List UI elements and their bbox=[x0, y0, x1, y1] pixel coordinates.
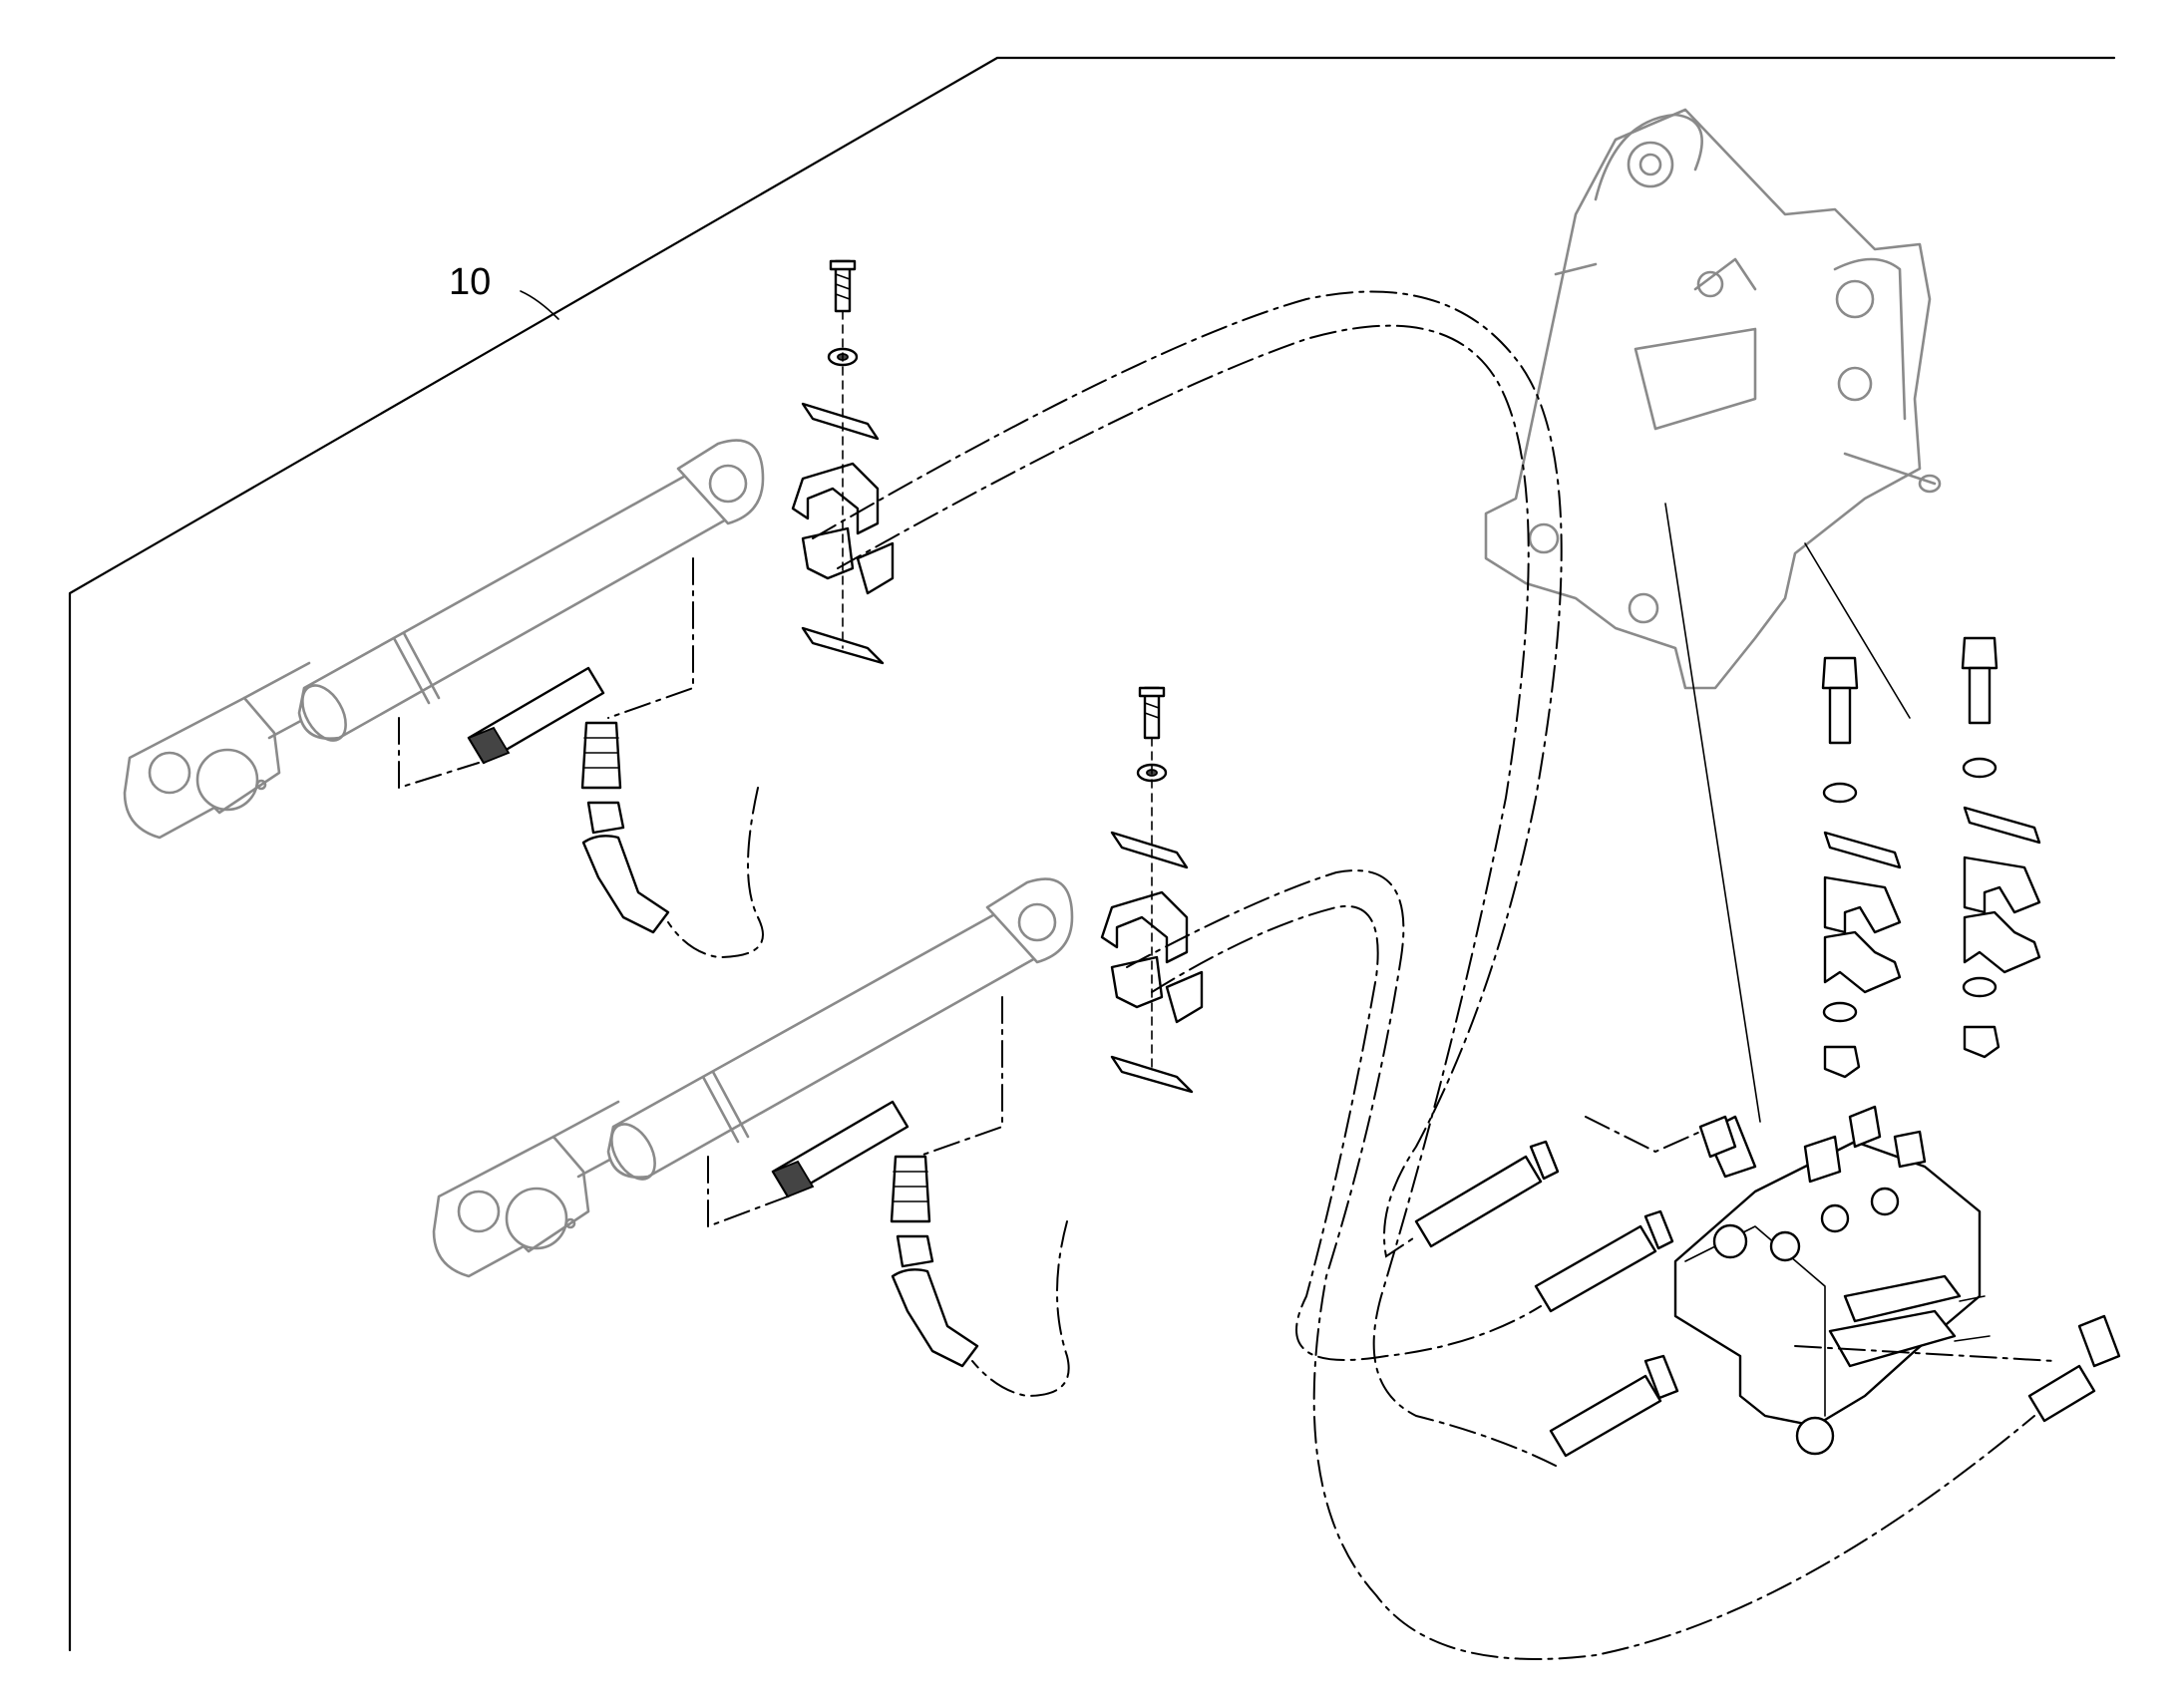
callout-label: 10 bbox=[449, 261, 491, 303]
hose-fittings[interactable] bbox=[467, 666, 2121, 1458]
assembly-boundary bbox=[68, 56, 2116, 1652]
callout-10[interactable]: 10 bbox=[449, 261, 559, 320]
adapter-lower bbox=[890, 1155, 931, 1223]
hydraulic-cylinder-upper[interactable] bbox=[123, 439, 765, 840]
hydraulic-cylinder-lower[interactable] bbox=[432, 877, 1074, 1278]
hose-end-valve-1 bbox=[1414, 1155, 1543, 1248]
control-valve[interactable] bbox=[1673, 1105, 1991, 1456]
elbow-hose-upper bbox=[581, 835, 670, 934]
bolt-stack-right[interactable] bbox=[1961, 636, 2041, 1059]
hose-end-valve-3 bbox=[1549, 1374, 1662, 1458]
hose-clamp-lower[interactable] bbox=[1100, 686, 1204, 1094]
loader-frame[interactable] bbox=[1484, 108, 1942, 690]
hose-clamp-upper[interactable] bbox=[791, 259, 895, 665]
adapter-upper bbox=[580, 721, 622, 790]
bolt-stack-left[interactable] bbox=[1821, 656, 1902, 1079]
hose-routing bbox=[398, 290, 2055, 1660]
hose-end-valve-2 bbox=[1534, 1224, 1657, 1313]
elbow-hose-lower bbox=[891, 1268, 979, 1368]
leader-lines bbox=[1664, 503, 1911, 1123]
hose-end-valve-4 bbox=[2027, 1364, 2096, 1423]
